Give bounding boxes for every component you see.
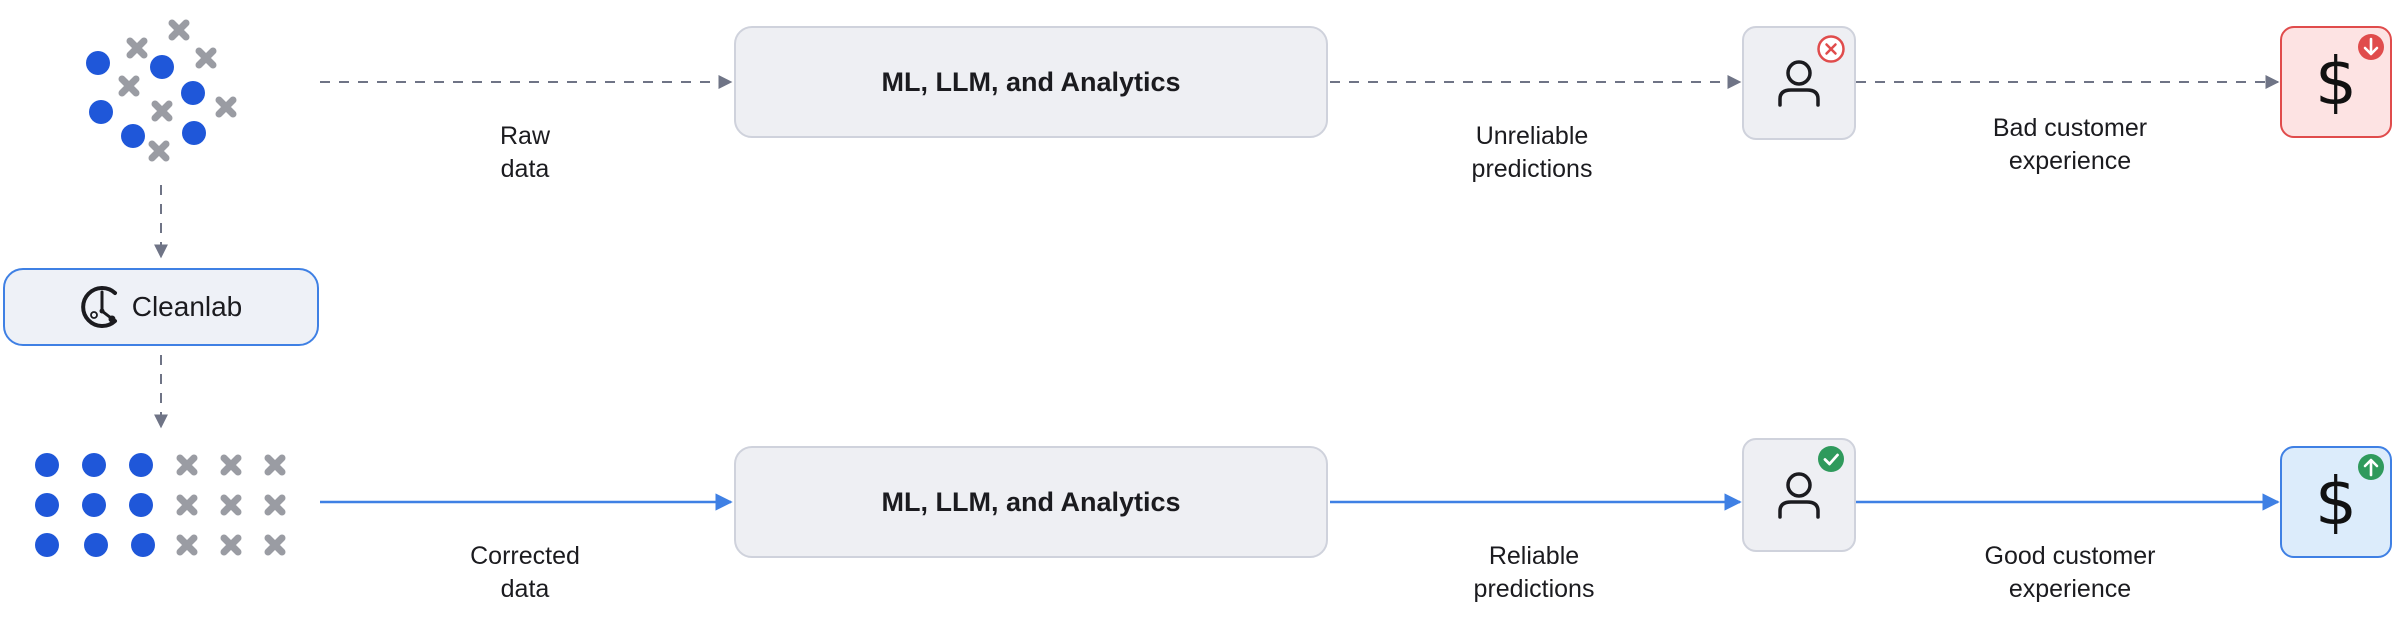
raw-data-icon (86, 19, 237, 162)
cleanlab-label: Cleanlab (131, 291, 243, 322)
up-arrow-badge-icon (2358, 454, 2384, 480)
analytics-box-top-label: ML, LLM, and Analytics (881, 66, 1181, 97)
analytics-box-top: ML, LLM, and Analytics (734, 26, 1328, 138)
reliable-predictions-label: Reliable predictions (1473, 542, 1595, 603)
check-badge-icon (1818, 446, 1844, 472)
dollar-icon: $ (2315, 463, 2357, 540)
corrected-data-label: Corrected data (470, 542, 580, 603)
analytics-box-bottom: ML, LLM, and Analytics (734, 446, 1328, 558)
down-arrow-badge-icon (2358, 34, 2384, 60)
good-experience-label: Good customer experience (1984, 542, 2156, 603)
corrected-data-icon (35, 453, 286, 557)
dollar-box-bad: $ (2280, 26, 2392, 138)
bad-experience-label: Bad customer experience (1992, 114, 2148, 175)
user-icon (1778, 472, 1820, 519)
dollar-icon: $ (2315, 43, 2357, 120)
user-icon (1778, 60, 1820, 107)
raw-data-label: Raw data (499, 122, 550, 183)
error-badge-icon (1817, 35, 1845, 63)
analytics-box-bottom-label: ML, LLM, and Analytics (881, 486, 1181, 517)
cleanlab-logo-icon (80, 286, 117, 328)
cleanlab-box: Cleanlab (3, 268, 319, 346)
unreliable-predictions-label: Unreliable predictions (1471, 122, 1593, 183)
